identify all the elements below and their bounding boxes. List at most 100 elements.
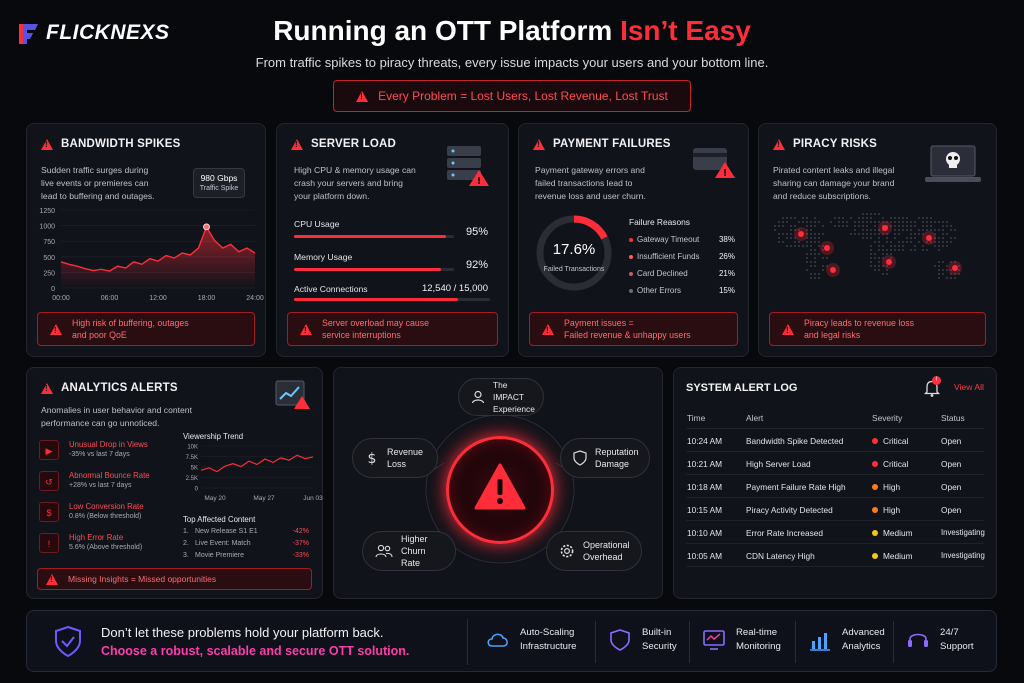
log-status: Open (941, 482, 962, 492)
shield-icon (573, 450, 587, 466)
y-tick: 7.5K (186, 455, 198, 461)
map-dot (814, 237, 816, 239)
warning-icon (782, 323, 794, 337)
map-dot (810, 245, 812, 247)
item-subtitle: -35% vs last 7 days (69, 451, 130, 458)
map-dot (890, 245, 892, 247)
log-status: Investigating (941, 528, 985, 537)
map-dot (818, 253, 820, 255)
warning-icon (50, 323, 62, 337)
map-dot (810, 237, 812, 239)
map-dot (862, 225, 864, 227)
map-dot (950, 277, 952, 279)
metric-value: 12,540 / 15,000 (421, 283, 488, 294)
map-dot (946, 277, 948, 279)
map-dot (950, 241, 952, 243)
banner-text: Every Problem = Lost Users, Lost Revenue… (378, 89, 668, 103)
column-header: Severity (872, 413, 903, 423)
map-dot (866, 221, 868, 223)
bounce-icon: ↺ (39, 471, 59, 491)
map-dot (814, 253, 816, 255)
log-alert: Error Rate Increased (746, 528, 824, 538)
map-dot (910, 221, 912, 223)
map-dot (934, 241, 936, 243)
card-title: ANALYTICS ALERTS (61, 382, 178, 394)
map-dot (790, 229, 792, 231)
log-alert: Bandwidth Spike Detected (746, 436, 844, 446)
map-dot (866, 225, 868, 227)
map-dot (946, 221, 948, 223)
map-dot (814, 277, 816, 279)
feature-line: Built-in (642, 627, 672, 638)
y-tick: 2.5K (186, 476, 198, 482)
content-change: -42% (292, 528, 309, 535)
map-dot (918, 217, 920, 219)
map-dot (910, 237, 912, 239)
alert-line: and legal risks (804, 330, 861, 340)
map-dot (834, 217, 836, 219)
map-dot (882, 249, 884, 251)
y-tick: 750 (43, 239, 55, 246)
log-severity: Medium (872, 551, 913, 561)
map-dot (950, 273, 952, 275)
map-dot (806, 261, 808, 263)
map-dot (854, 229, 856, 231)
view-all-link[interactable]: View All (954, 382, 984, 392)
feature-line: 24/7 (940, 627, 959, 638)
feature-separator (467, 619, 468, 665)
map-dot (950, 269, 952, 271)
map-dot (874, 265, 876, 267)
map-dot (942, 221, 944, 223)
content-change: -33% (292, 552, 309, 559)
cloud-icon (487, 633, 508, 647)
map-dot (818, 273, 820, 275)
desc-line: lead to buffering and outages. (41, 191, 155, 201)
threat-hotspot (926, 235, 932, 241)
map-dot (886, 221, 888, 223)
alert-line: service interruptions (322, 330, 401, 340)
map-dot (930, 241, 932, 243)
map-dot (870, 237, 872, 239)
map-dot (882, 245, 884, 247)
map-dot (922, 221, 924, 223)
feature-line: Infrastructure (520, 641, 577, 652)
svg-text:$: $ (368, 451, 377, 467)
map-dot (862, 213, 864, 215)
map-dot (818, 233, 820, 235)
map-dot (870, 229, 872, 231)
brand-logo: FLICKNEXS (16, 20, 170, 46)
y-tick: 5K (191, 466, 198, 472)
item-title: High Error Rate (69, 533, 124, 542)
map-dot (914, 245, 916, 247)
map-dot (906, 237, 908, 239)
callout-value: 980 Gbps (200, 173, 238, 183)
map-dot (782, 241, 784, 243)
dollar-icon: $ (39, 502, 59, 522)
map-dot (858, 233, 860, 235)
map-dot (898, 245, 900, 247)
x-tick: Jun 03 (303, 495, 323, 502)
map-dot (862, 233, 864, 235)
map-dot (890, 221, 892, 223)
content-name: New Release S1 E1 (195, 528, 258, 535)
donut-label: Failed Transactions (543, 266, 605, 273)
map-dot (902, 221, 904, 223)
map-dot (942, 245, 944, 247)
map-dot (810, 277, 812, 279)
chart-alert-icon (275, 380, 310, 409)
analytics-item: ▶Unusual Drop in Views-35% vs last 7 day… (39, 438, 179, 464)
page-title: Running an OTT Platform Isn’t Easy (0, 15, 1024, 47)
map-dot (878, 265, 880, 267)
server-card: SERVER LOAD High CPU & memory usage can … (276, 123, 509, 357)
map-dot (950, 229, 952, 231)
map-dot (798, 229, 800, 231)
map-dot (782, 221, 784, 223)
map-dot (810, 273, 812, 275)
